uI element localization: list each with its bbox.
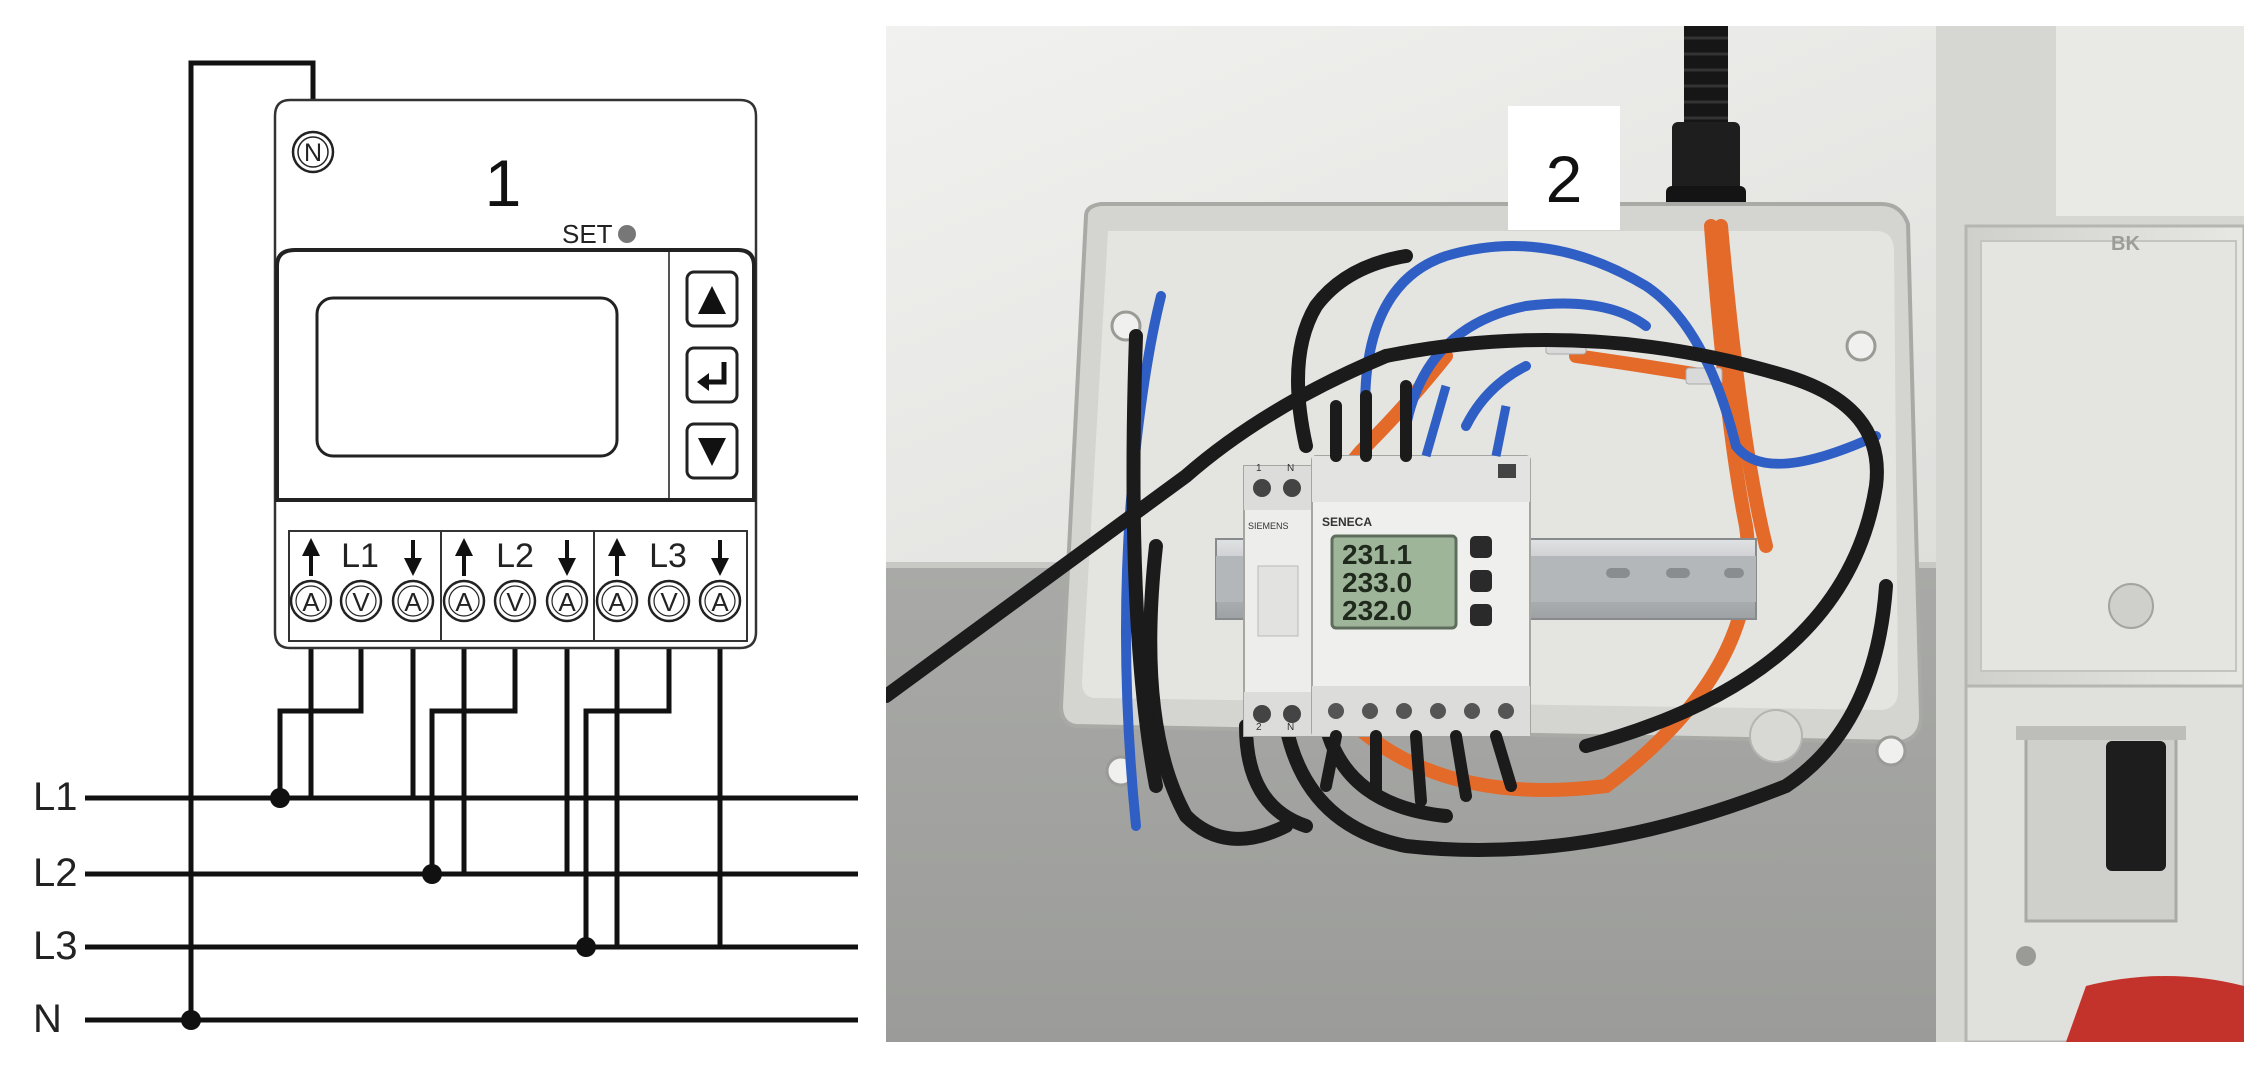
black-cable-external xyxy=(886,349,1393,703)
arrow-up-icon xyxy=(302,538,320,556)
arrow-down-icon xyxy=(711,558,729,576)
arrow-up-icon xyxy=(455,538,473,556)
l1-voltage xyxy=(277,620,364,798)
enter-icon xyxy=(697,362,727,391)
set-indicator-dot xyxy=(618,225,636,243)
meter-brand: SENECA xyxy=(1322,515,1372,529)
rotary-switch xyxy=(2106,741,2166,871)
breaker-terminal-2: 2 xyxy=(1256,722,1262,733)
panel-label-2: 2 xyxy=(1546,142,1583,216)
wiring-diagram-svg: SET 1 N L1 L2 L3 xyxy=(33,60,858,1041)
terminal-a-l3-out: A xyxy=(711,587,729,617)
terminal-v-l3: V xyxy=(660,587,678,617)
terminal-a-l1-out: A xyxy=(404,587,422,617)
terminal-a-l1-in: A xyxy=(302,587,320,617)
meter-lcd xyxy=(1330,534,1458,630)
panel-label-1: 1 xyxy=(485,146,522,220)
installation-photo: BK xyxy=(886,26,2244,1042)
l2-current-out xyxy=(564,620,858,877)
up-arrow-icon xyxy=(698,286,726,314)
arrow-up-icon xyxy=(608,538,626,556)
meter-housing: SET 1 N L1 L2 L3 xyxy=(273,98,758,650)
terminal-a-l2-out: A xyxy=(558,587,576,617)
junction-dot-n xyxy=(181,1010,201,1030)
phase-heading-l2: L2 xyxy=(496,537,534,575)
bus-label-l2: L2 xyxy=(33,851,78,895)
l3-current-out xyxy=(717,620,858,950)
energy-meter: SENECA 231.1 233.0 232.0 xyxy=(1311,455,1531,737)
junction-dot-l3 xyxy=(576,937,596,957)
terminal-a-l3-in: A xyxy=(608,587,626,617)
terminal-v-l1: V xyxy=(352,587,370,617)
phase-heading-l1: L1 xyxy=(341,537,379,575)
wiring-diagram: SET 1 N L1 L2 L3 xyxy=(0,0,880,1064)
neutral-terminal xyxy=(291,130,335,174)
junction-dot-l1 xyxy=(270,788,290,808)
neutral-terminal-label: N xyxy=(304,139,322,167)
arrow-down-icon xyxy=(558,558,576,576)
circuit-breaker: 1 N 2 N SIEMENS xyxy=(1243,463,1313,737)
breaker-terminal-n-top: N xyxy=(1287,463,1294,474)
bus-label-l3: L3 xyxy=(33,924,78,968)
breaker-terminal-1: 1 xyxy=(1256,463,1262,474)
adjacent-enclosure: BK xyxy=(1936,26,2244,1042)
enclosure-brand: BK xyxy=(2111,233,2140,255)
installation-photo-svg: BK xyxy=(886,26,2244,1042)
panel-label-2-box xyxy=(1508,106,1620,230)
meter-reading-l1: 231.1 xyxy=(1342,539,1412,570)
breaker-brand: SIEMENS xyxy=(1248,521,1289,531)
blue-cable xyxy=(1360,241,1881,469)
terminal-a-l2-in: A xyxy=(455,587,473,617)
down-arrow-icon xyxy=(698,438,726,466)
breaker-terminal-n-bottom: N xyxy=(1287,722,1294,733)
meter-display xyxy=(315,296,619,458)
bus-label-n: N xyxy=(33,997,62,1041)
set-label: SET xyxy=(562,219,613,249)
junction-dot-l2 xyxy=(422,864,442,884)
bus-label-l1: L1 xyxy=(33,775,78,819)
enter-button xyxy=(685,346,739,404)
l3-voltage xyxy=(583,620,672,947)
arrow-down-icon xyxy=(404,558,422,576)
l2-voltage xyxy=(429,620,518,874)
l1-current-out xyxy=(410,620,858,801)
meter-reading-l3: 232.0 xyxy=(1342,595,1412,626)
terminal-v-l2: V xyxy=(506,587,524,617)
meter-reading-l2: 233.0 xyxy=(1342,567,1412,598)
phase-heading-l3: L3 xyxy=(649,537,687,575)
